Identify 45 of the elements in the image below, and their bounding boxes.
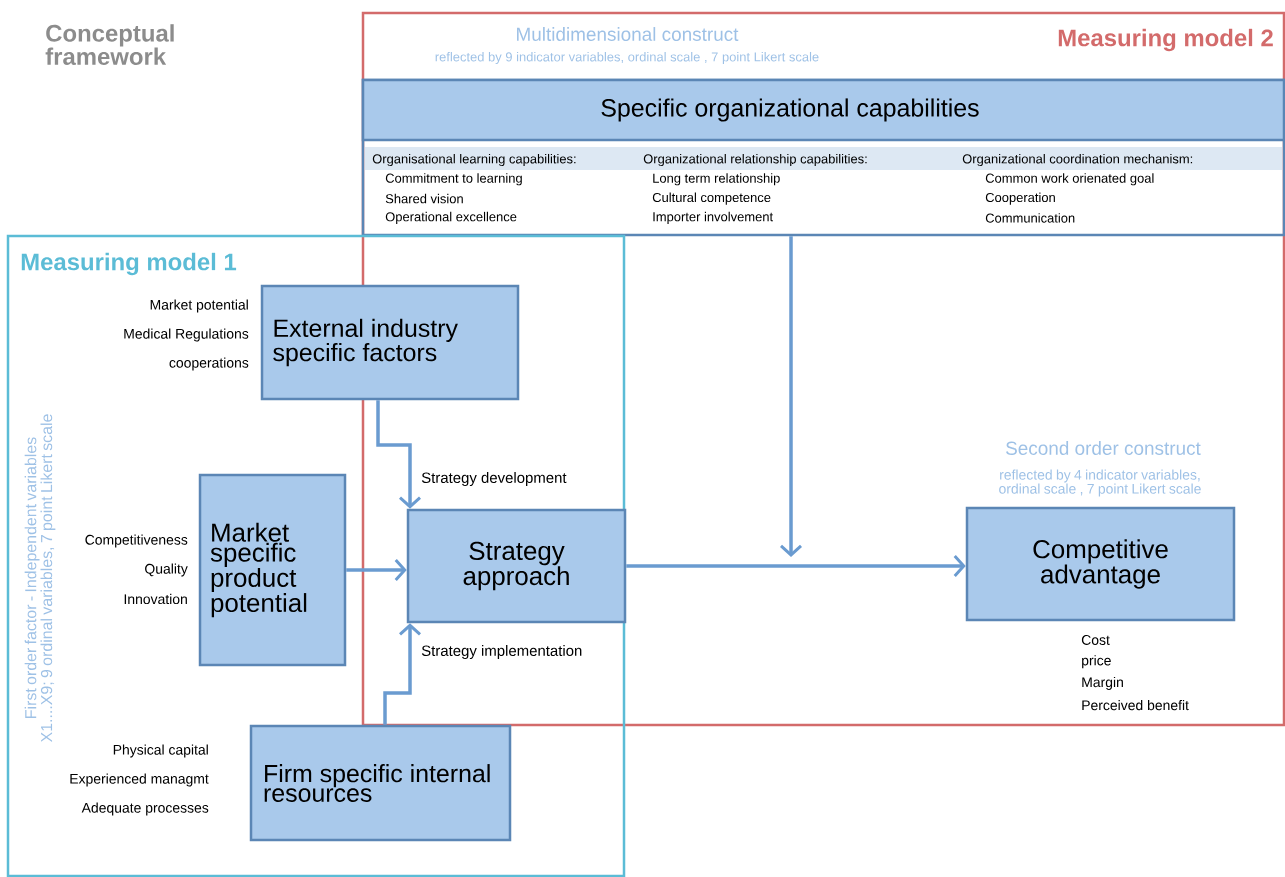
arrow bbox=[626, 555, 966, 577]
indicator-item: Common work orienated goal bbox=[985, 173, 1154, 186]
column-heading: Organisational learning capabilities: bbox=[372, 153, 576, 167]
construct-heading: Second order construct bbox=[1006, 441, 1201, 455]
arrow bbox=[780, 236, 802, 557]
indicator-item: Experienced managmt bbox=[70, 773, 209, 787]
factor-box: Firm specific internal resources bbox=[249, 724, 512, 842]
indicator-item: Margin bbox=[1082, 676, 1123, 690]
indicator-item: Quality bbox=[145, 563, 188, 577]
indicator-item: Long term relationship bbox=[653, 173, 780, 186]
indicator-item: Cultural competence bbox=[652, 192, 771, 205]
factor-box: Market specific product potential bbox=[198, 473, 347, 667]
indicator-item: Shared vision bbox=[385, 193, 463, 204]
indicator-item: Cost bbox=[1081, 635, 1110, 645]
indicator-item: Physical capital bbox=[113, 744, 208, 758]
construct-heading: Multidimensional construct bbox=[517, 27, 739, 41]
arrow bbox=[376, 400, 421, 509]
title: Conceptual framework bbox=[45, 24, 174, 66]
construct-note: reflected by 4 indicator variables, ordinal scale , 7 point Likert scale bbox=[999, 469, 1201, 497]
column-heading: Organizational coordination mechanism: bbox=[962, 153, 1193, 167]
model-title: Measuring model 2 bbox=[1058, 28, 1273, 52]
column-heading: Organizational relationship capabilities: bbox=[643, 153, 867, 167]
arrow bbox=[383, 623, 421, 725]
indicator-item: Adequate processes bbox=[81, 802, 209, 816]
indicator-item: Cooperation bbox=[985, 192, 1055, 205]
indicator-item: Competitiveness bbox=[85, 534, 188, 548]
edge-label: Strategy implementation bbox=[420, 644, 584, 660]
factor-box: External industry specific factors bbox=[260, 284, 520, 401]
indicator-item: Operational excellence bbox=[385, 211, 517, 224]
arrow bbox=[346, 559, 407, 581]
factor-box: Strategy approach bbox=[406, 508, 627, 624]
construct-note: reflected by 9 indicator variables, ordinal scale , 7 point Likert scale bbox=[435, 51, 819, 65]
edge-label: Strategy development bbox=[420, 471, 568, 487]
indicator-item: Innovation bbox=[124, 593, 187, 605]
factor-box: Competitive advantage bbox=[965, 506, 1236, 622]
indicator-item: Medical Regulations bbox=[124, 328, 249, 342]
indicator-item: price bbox=[1082, 655, 1111, 669]
indicator-item: Importer involvement bbox=[653, 211, 773, 224]
model-title: Measuring model 1 bbox=[21, 252, 237, 276]
indicator-item: Market potential bbox=[150, 299, 248, 313]
indicator-item: Commitment to learning bbox=[385, 173, 522, 186]
indicator-item: cooperations bbox=[169, 357, 249, 371]
indicator-item: Perceived benefit bbox=[1082, 699, 1189, 711]
rotated-note: First order factor - Independent variables X1....X9; 9 ordinal variables, 7 point Likert scale bbox=[24, 414, 56, 743]
indicator-item: Communication bbox=[985, 213, 1075, 223]
